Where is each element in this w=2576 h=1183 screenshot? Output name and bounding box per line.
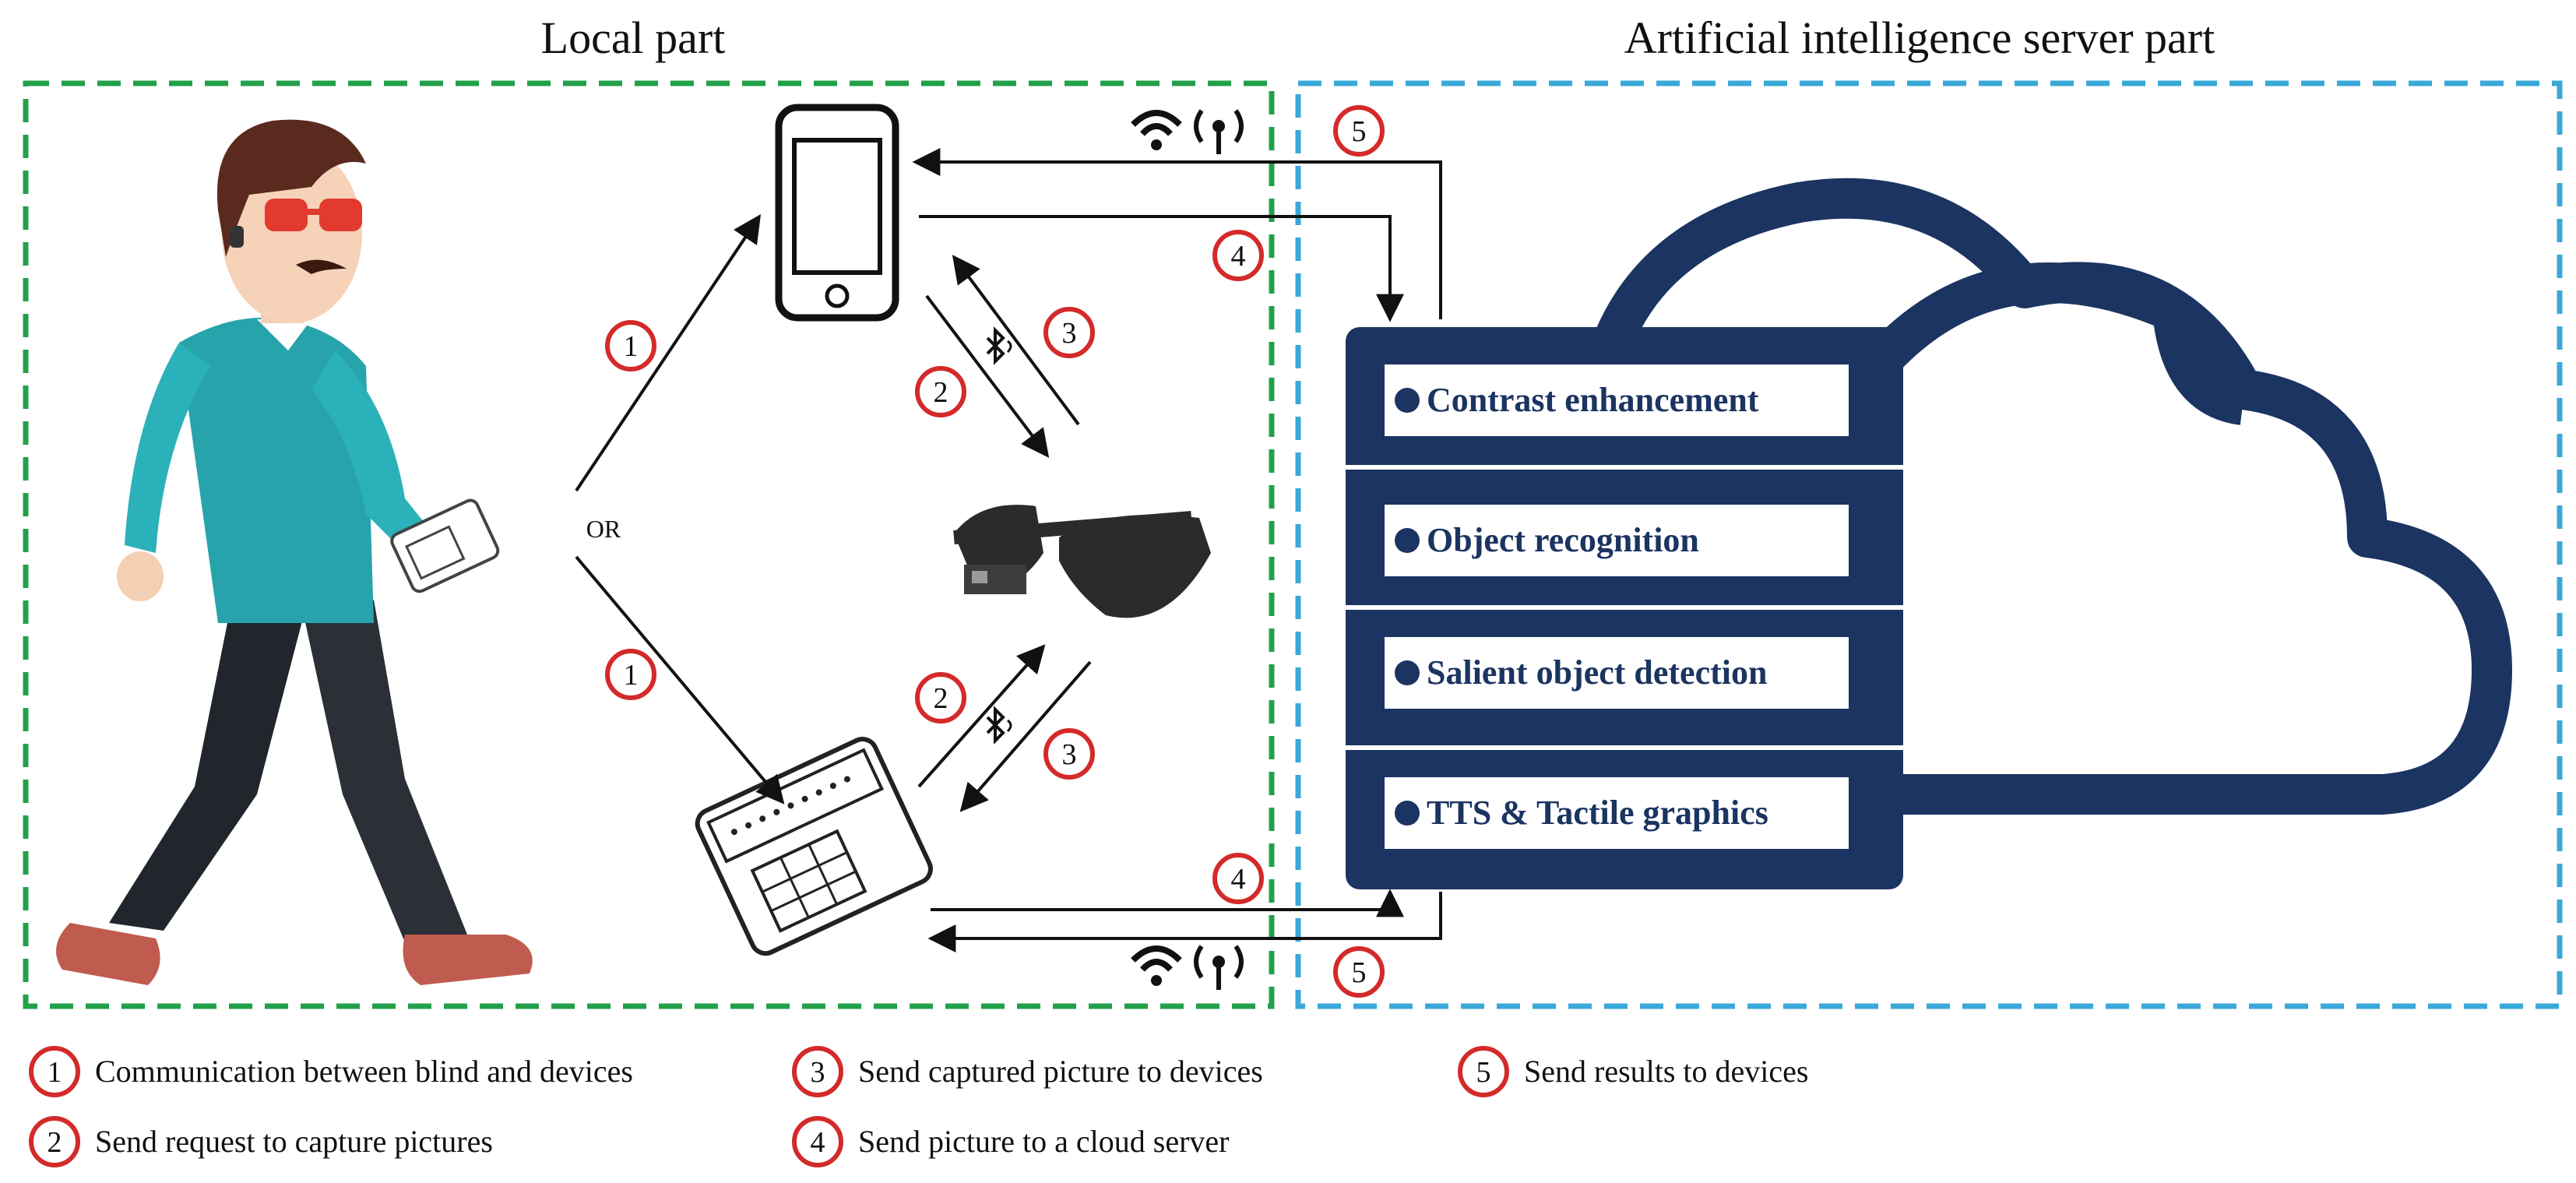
legend-text: Send request to capture pictures [95, 1124, 493, 1159]
legend: 1 Communication between blind and device… [29, 1046, 1809, 1167]
bluetooth-icon [986, 326, 1012, 365]
step-badge: 5 [1333, 105, 1385, 157]
legend-item: 2 Send request to capture pictures [29, 1116, 493, 1167]
arrow-person-to-braille [575, 555, 785, 805]
step-badge-number: 5 [1352, 115, 1367, 148]
legend-text: Send picture to a cloud server [858, 1124, 1230, 1159]
legend-number: 3 [811, 1056, 825, 1089]
legend-text: Send results to devices [1524, 1054, 1809, 1089]
step-badge: 4 [1212, 853, 1264, 904]
step-badge-number: 4 [1231, 863, 1246, 896]
arrow-phone-to-glasses [925, 294, 1050, 458]
step-badge-number: 2 [934, 376, 948, 409]
step-badge-number: 3 [1062, 738, 1077, 771]
server-part-frame [1295, 80, 2563, 1009]
step-badge: 3 [1043, 307, 1095, 358]
arrow-braille-to-glasses [917, 644, 1046, 788]
server-module: Contrast enhancement [1385, 364, 1849, 436]
legend-item: 5 Send results to devices [1458, 1046, 1809, 1097]
step-badge-number: 1 [624, 330, 639, 363]
smart-glasses-icon [953, 505, 1211, 618]
server-part-title: Artificial intelligence server part [1624, 12, 2215, 63]
braille-device-icon [695, 737, 933, 956]
antenna-icon [1194, 109, 1244, 154]
arrow-server-to-braille [927, 892, 1442, 952]
module-label: TTS & Tactile graphics [1427, 794, 1768, 832]
module-label: Contrast enhancement [1427, 381, 1759, 419]
legend-item: 1 Communication between blind and device… [29, 1046, 633, 1097]
module-label: Salient object detection [1427, 653, 1767, 692]
legend-number: 2 [48, 1126, 62, 1159]
wifi-icon [1131, 110, 1182, 150]
step-badge-number: 2 [934, 682, 948, 715]
step-badge-number: 4 [1231, 240, 1246, 273]
legend-number: 1 [48, 1056, 62, 1089]
step-badge: 2 [915, 366, 966, 417]
module-label: Object recognition [1427, 521, 1699, 559]
legend-item: 4 Send picture to a cloud server [792, 1116, 1230, 1167]
step-badge: 2 [915, 672, 966, 724]
step-badge: 1 [605, 320, 656, 371]
step-badge-number: 5 [1352, 956, 1367, 989]
arrow-phone-to-server [919, 215, 1404, 322]
legend-text: Communication between blind and devices [95, 1054, 633, 1089]
arrow-person-to-phone [575, 214, 761, 492]
local-part-frame [23, 80, 1275, 1009]
step-badge: 3 [1043, 728, 1095, 780]
step-badge: 4 [1212, 230, 1264, 281]
blind-person-illustration [56, 119, 533, 985]
wifi-icon [1131, 945, 1182, 986]
step-badge: 5 [1333, 946, 1385, 998]
arrow-glasses-to-phone [952, 255, 1080, 426]
arrow-glasses-to-braille [959, 660, 1092, 812]
arrow-braille-to-server [931, 889, 1404, 917]
server-module: Object recognition [1385, 505, 1849, 576]
or-label: OR [586, 515, 621, 543]
arrow-server-to-phone [912, 148, 1442, 319]
legend-number: 5 [1476, 1056, 1491, 1089]
step-badge: 1 [605, 649, 656, 700]
bluetooth-icon [986, 706, 1012, 745]
legend-item: 3 Send captured picture to devices [792, 1046, 1263, 1097]
step-badge-number: 1 [624, 659, 639, 692]
smartphone-icon [775, 104, 899, 322]
antenna-icon [1194, 945, 1244, 990]
server-icon [1346, 327, 1903, 889]
server-module: Salient object detection [1385, 637, 1849, 709]
server-module: TTS & Tactile graphics [1385, 777, 1849, 849]
local-part-title: Local part [541, 12, 726, 63]
step-badge-number: 3 [1062, 317, 1077, 350]
legend-text: Send captured picture to devices [858, 1054, 1263, 1089]
legend-number: 4 [811, 1126, 825, 1159]
